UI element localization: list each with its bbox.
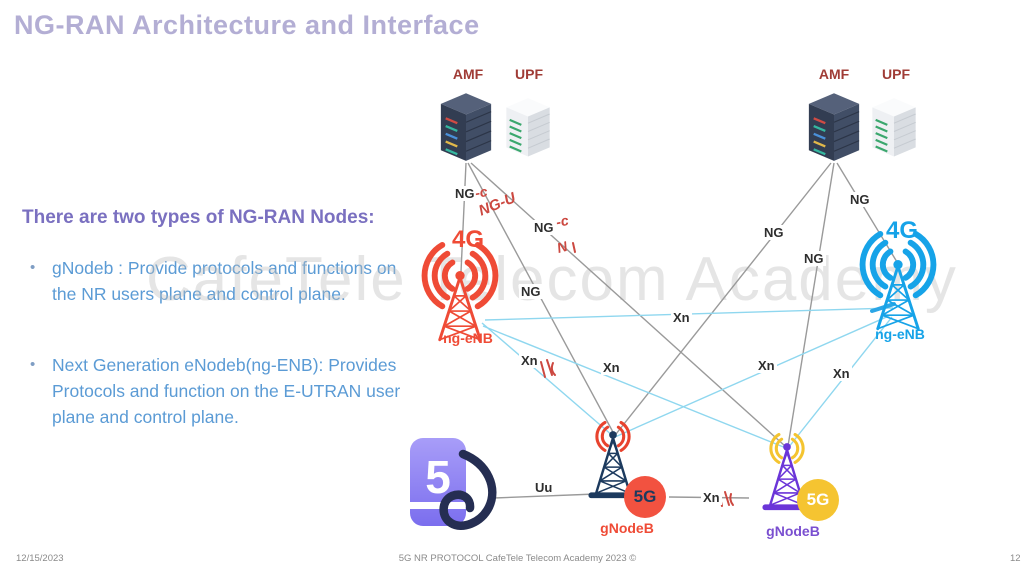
enb-right-name: ng-eNB	[875, 326, 925, 342]
page-title: NG-RAN Architecture and Interface	[14, 10, 480, 40]
xn-link-label: Xn	[756, 358, 777, 373]
xn-link-label: Xn	[601, 360, 622, 375]
section-heading: There are two types of NG-RAN Nodes:	[22, 207, 375, 228]
gnb-left-name: gNodeB	[600, 520, 654, 536]
ng-link-label: NG	[762, 225, 786, 240]
gnb-right-name: gNodeB	[766, 523, 820, 539]
xn-link-label: Xn	[671, 310, 692, 325]
bullet-marker: •	[30, 259, 36, 276]
enb-left-name: ng-eNB	[443, 330, 493, 346]
gnb-right-5g-badge: 5G	[797, 479, 839, 521]
cell-tower-5g-icon	[588, 420, 638, 499]
bullet-text: gNodeb : Provide protocols and functions…	[52, 258, 397, 304]
upf-label: UPF	[515, 66, 543, 82]
upf-server-icon	[872, 98, 916, 157]
ng-links	[460, 162, 898, 447]
ng-link-label: NG	[519, 284, 543, 299]
enb-right-tech-label: 4G	[885, 217, 918, 244]
gnb-left-5g-badge: 5G	[624, 476, 666, 518]
amf-server-icon	[440, 93, 492, 161]
bullet-marker: •	[30, 356, 36, 373]
g-letter-curve	[439, 449, 497, 530]
footer-text: 5G NR PROTOCOL CafeTele Telecom Academy …	[398, 553, 637, 564]
red-scribbles	[540, 242, 734, 507]
upf-label: UPF	[882, 66, 910, 82]
footer-date: 12/15/2023	[16, 553, 64, 564]
amf-label: AMF	[452, 66, 484, 82]
upf-server-icon	[506, 98, 550, 157]
ng-link-label: NG	[802, 251, 826, 266]
smartphone-5g-icon: 5	[410, 438, 497, 530]
ng-link-label: NG	[532, 220, 556, 235]
ng-link-label: NG	[453, 186, 477, 201]
xn-link-label: Xn	[701, 490, 722, 505]
bullet-text: Next Generation eNodeb(ng-ENB): Provides…	[52, 355, 401, 427]
bullet-item: • gNodeb : Provide protocols and functio…	[30, 255, 422, 307]
uu-link-label: Uu	[533, 480, 555, 495]
amf-server-icon	[808, 93, 860, 161]
cell-tower-4g-icon	[421, 242, 499, 342]
footer-page-number: 12	[1010, 553, 1021, 564]
xn-link-label: Xn	[831, 366, 852, 381]
ng-link-label: NG	[848, 192, 872, 207]
amf-label: AMF	[818, 66, 850, 82]
xn-links	[481, 302, 896, 449]
cell-tower-4g-icon	[859, 231, 937, 331]
bullet-item: • Next Generation eNodeb(ng-ENB): Provid…	[30, 352, 422, 430]
xn-link-label: Xn	[519, 353, 540, 368]
